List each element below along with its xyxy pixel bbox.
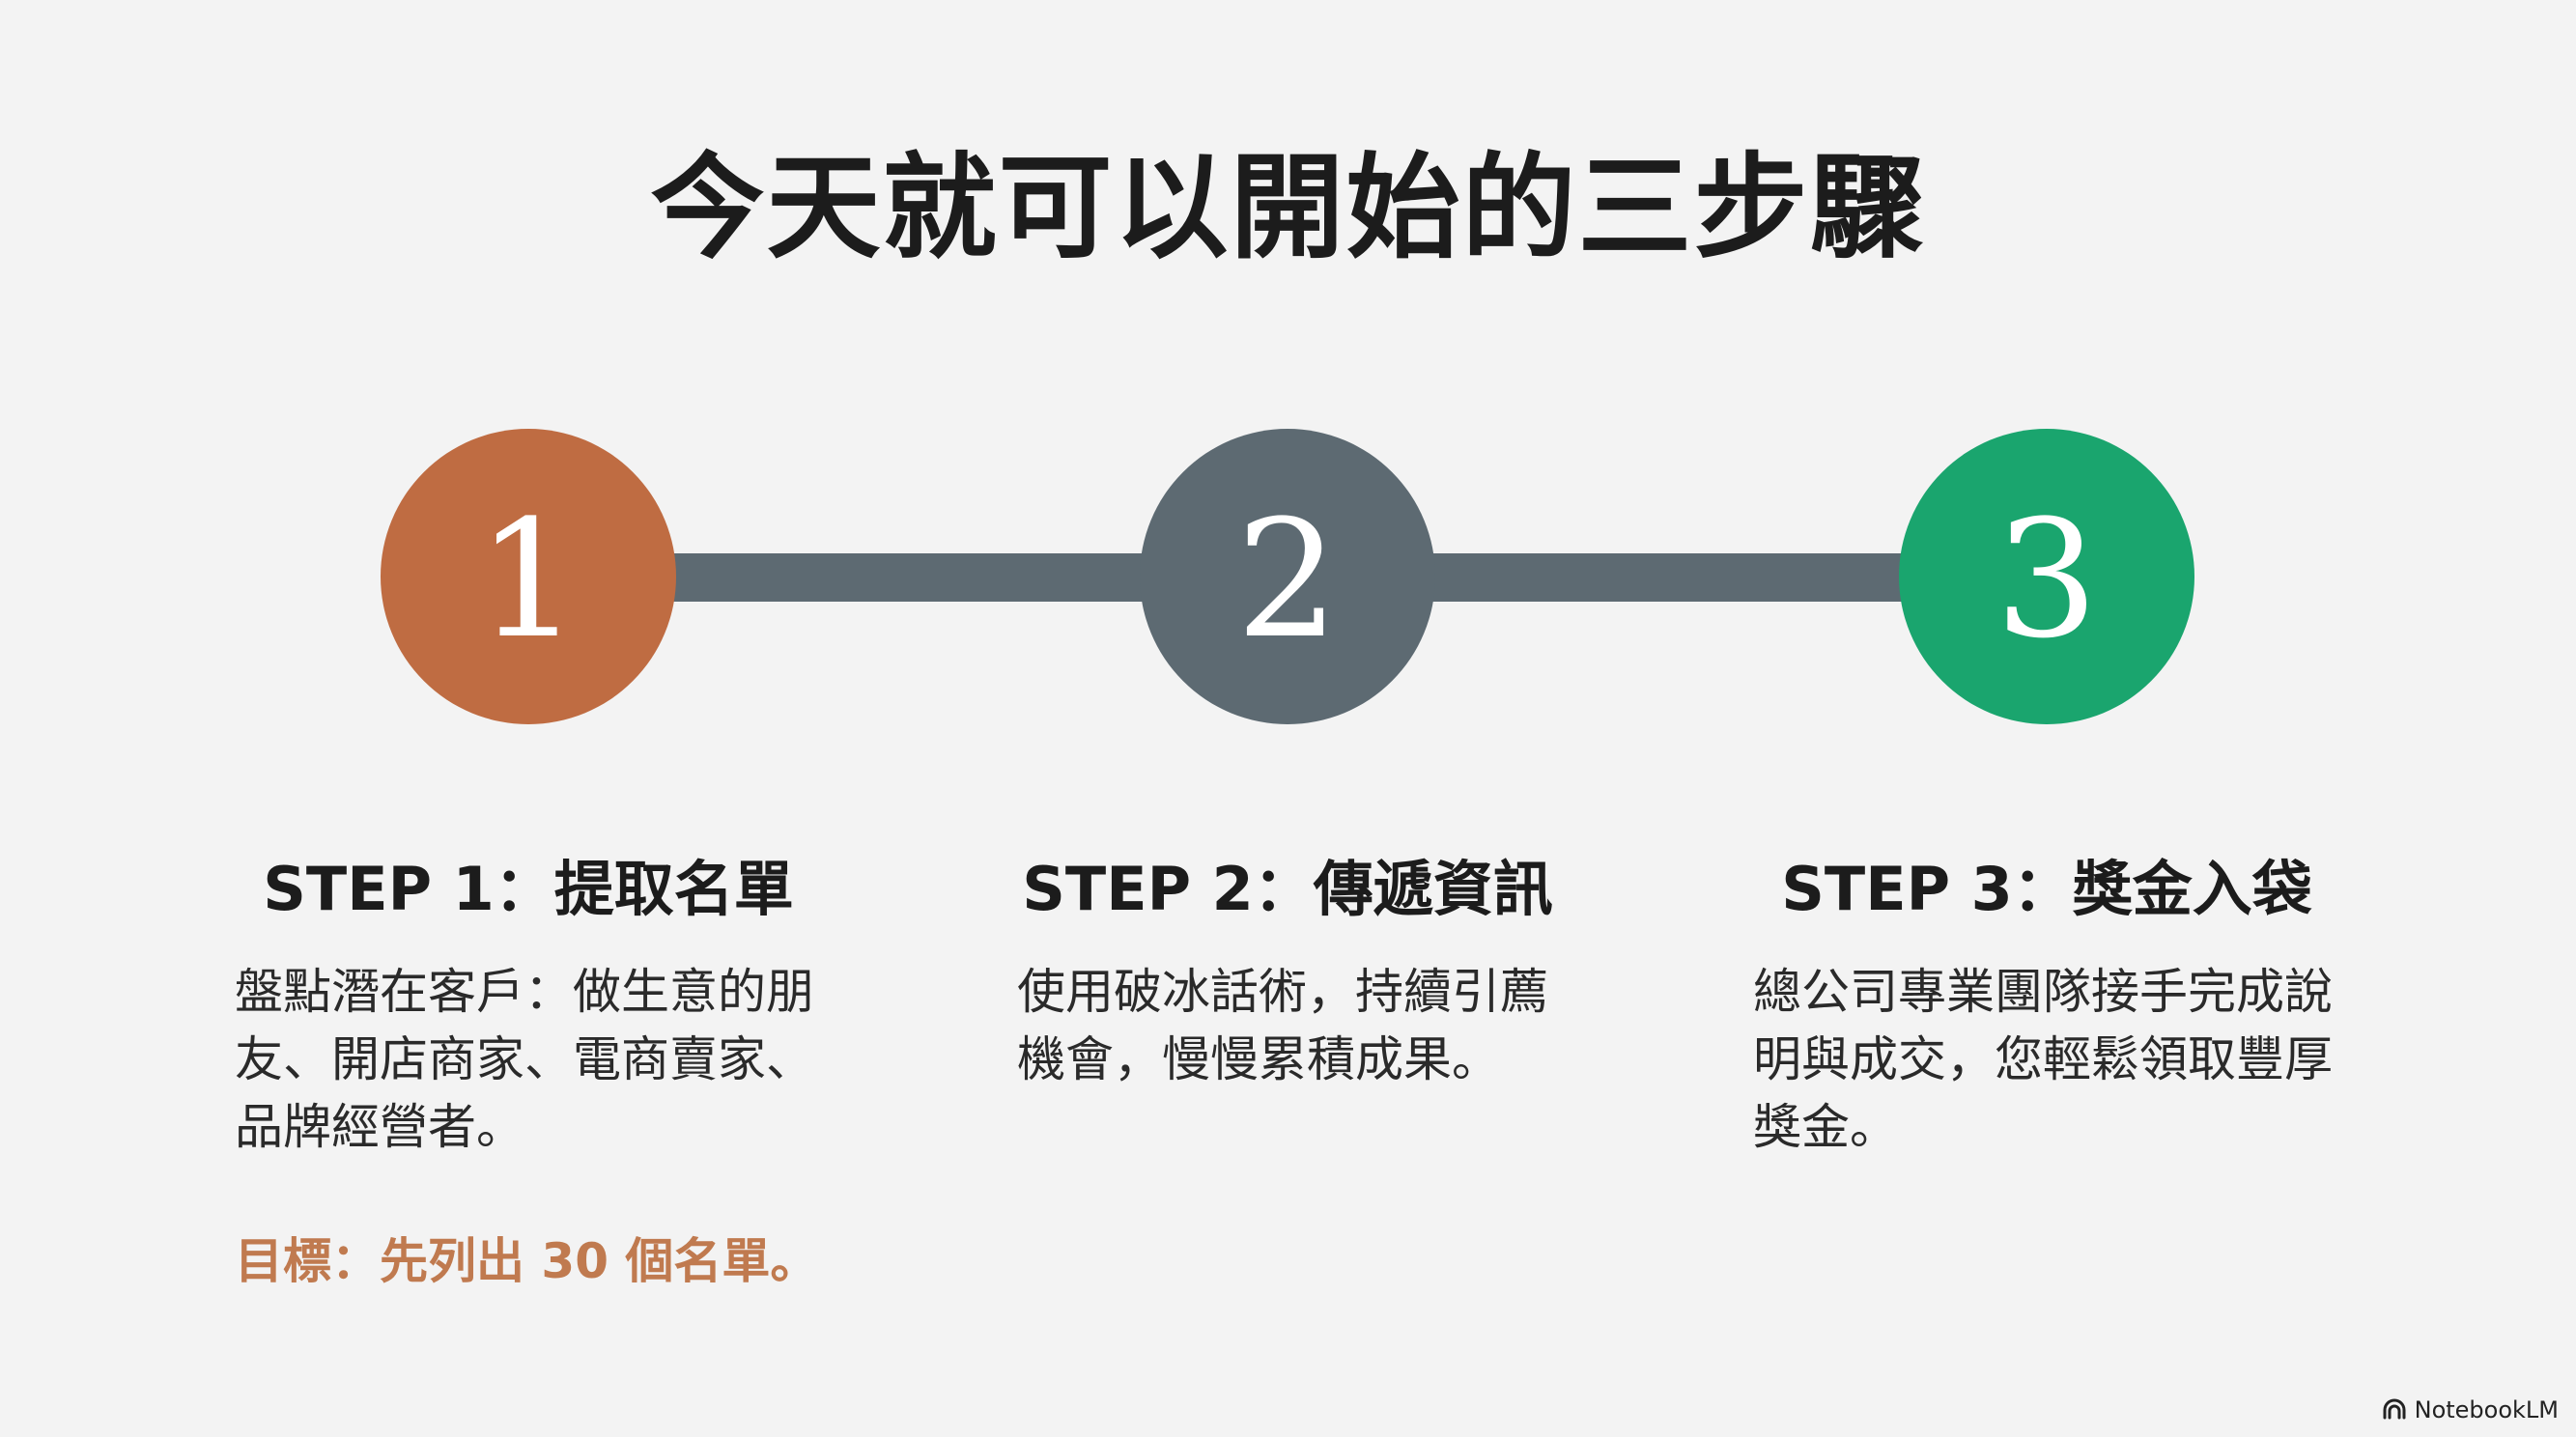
step-3-heading: STEP 3：獎金入袋 (1781, 854, 2312, 924)
page-title: 今天就可以開始的三步驟 (650, 140, 1926, 274)
step-3-number: 3 (1995, 485, 2099, 674)
step-1-goal: 目標：先列出 30 個名單。 (235, 1233, 819, 1289)
brand-label: NotebookLM (2414, 1396, 2559, 1423)
step-3-description-line: 總公司專業團隊接手完成說 (1753, 964, 2333, 1020)
step-1-description-line: 盤點潛在客戶：做生意的朋 (235, 964, 814, 1020)
step-1-description-line: 友、開店商家、電商賣家、 (235, 1031, 814, 1087)
step-1-description-line: 品牌經營者。 (235, 1099, 524, 1155)
step-3-description-line: 明與成交，您輕鬆領取豐厚 (1753, 1031, 2333, 1087)
step-3-circle: 3 (1899, 429, 2194, 724)
step-2-heading: STEP 2：傳遞資訊 (1022, 854, 1553, 924)
step-2-description-line: 機會，慢慢累積成果。 (1017, 1031, 1500, 1087)
step-3-description: 總公司專業團隊接手完成說 明與成交，您輕鬆領取豐厚 獎金。 (1753, 958, 2371, 1161)
step-2-circle: 2 (1140, 429, 1435, 724)
step-2-description-line: 使用破冰話術，持續引薦 (1017, 964, 1548, 1020)
step-1-circle: 1 (381, 429, 676, 724)
step-1-description: 盤點潛在客戶：做生意的朋 友、開店商家、電商賣家、 品牌經營者。 (235, 958, 853, 1161)
step-2-number: 2 (1235, 485, 1340, 674)
step-3-description-line: 獎金。 (1753, 1099, 1898, 1155)
step-1-heading: STEP 1：提取名單 (263, 854, 794, 924)
brand-watermark: NotebookLM (2382, 1396, 2559, 1423)
step-2-description: 使用破冰話術，持續引薦 機會，慢慢累積成果。 (1017, 958, 1635, 1093)
notebooklm-logo-icon (2383, 1398, 2406, 1420)
step-1-number: 1 (476, 485, 580, 674)
